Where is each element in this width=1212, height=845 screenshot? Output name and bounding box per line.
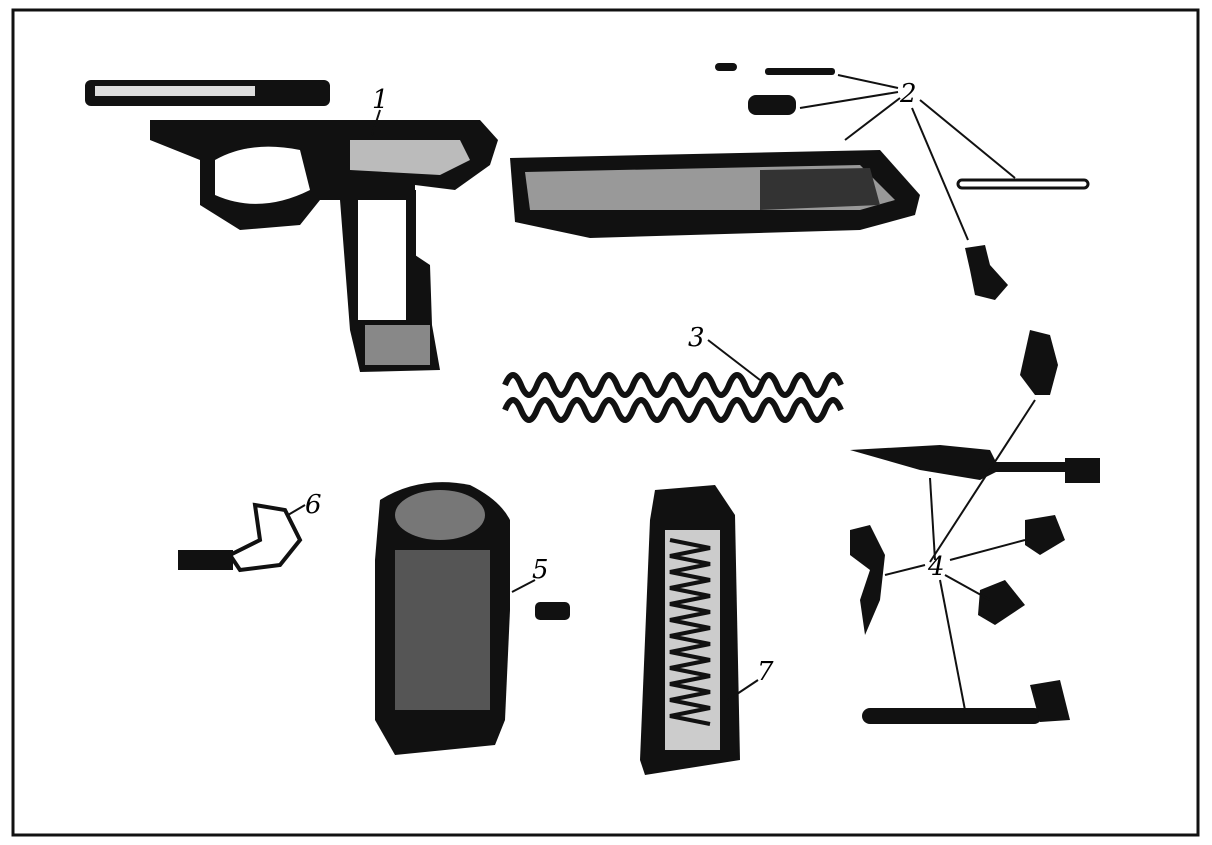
frame-with-barrel xyxy=(85,80,498,372)
label-3: 3 xyxy=(688,323,705,353)
label-6: 6 xyxy=(305,490,322,520)
recoil-spring xyxy=(502,372,844,423)
magazine xyxy=(640,485,740,775)
grip-panel xyxy=(375,482,570,755)
label-7: 7 xyxy=(757,657,774,687)
label-1: 1 xyxy=(372,85,389,115)
trigger-mechanism-parts xyxy=(850,330,1100,724)
slide-stop xyxy=(178,502,303,573)
label-2: 2 xyxy=(899,79,917,109)
label-5: 5 xyxy=(532,555,549,585)
slide-parts xyxy=(510,63,1090,300)
